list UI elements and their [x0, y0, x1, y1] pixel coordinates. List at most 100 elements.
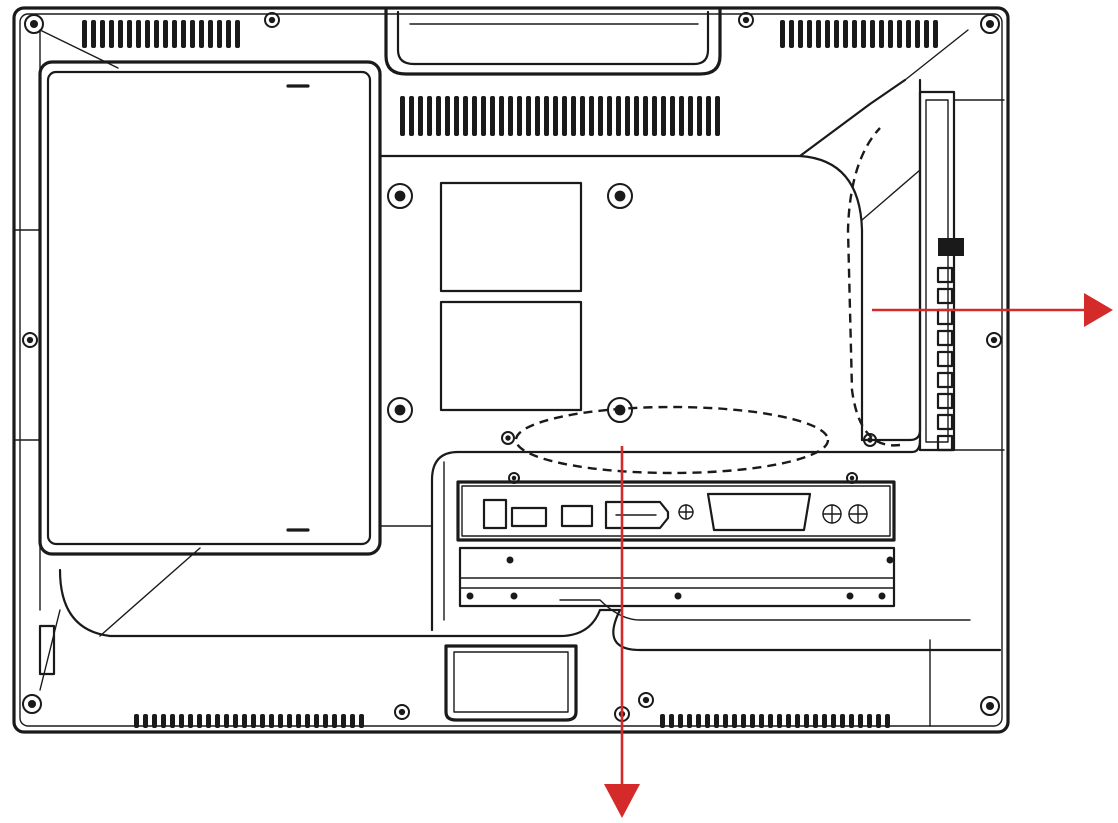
vent-slot: [807, 20, 812, 48]
vent-slot: [804, 714, 809, 728]
vent-slot: [341, 714, 346, 728]
vent-slot: [418, 96, 423, 136]
vent-slot: [260, 714, 265, 728]
side-port-jack: [936, 392, 954, 410]
vent-slot: [589, 96, 594, 136]
vent-top-left: [82, 20, 240, 48]
screw-hole: [738, 12, 754, 28]
vent-slot: [134, 714, 139, 728]
vent-slot: [834, 20, 839, 48]
vent-slot: [706, 96, 711, 136]
vent-slot: [688, 96, 693, 136]
screw-hole: [638, 692, 654, 708]
screw-head: [990, 336, 998, 344]
screw-head: [398, 708, 406, 716]
rear-access-panel: [38, 60, 382, 556]
side-port-jack: [936, 287, 954, 305]
side-port-jack: [936, 329, 954, 347]
carry-handle: [384, 8, 722, 76]
screw-head: [268, 16, 276, 24]
vent-slot: [278, 714, 283, 728]
screw-hole: [508, 472, 520, 484]
callout-region-side-ports: [846, 127, 901, 447]
vent-slot: [789, 20, 794, 48]
vent-slot: [885, 714, 890, 728]
vent-slot: [499, 96, 504, 136]
rivet: [466, 592, 474, 600]
vent-slot: [215, 714, 220, 728]
screw-hole: [394, 704, 410, 720]
vent-slot: [906, 20, 911, 48]
vent-slot: [870, 20, 875, 48]
vent-slot: [795, 714, 800, 728]
vent-slot: [143, 714, 148, 728]
side-port-jack: [936, 350, 954, 368]
rivet: [510, 592, 518, 600]
vent-slot: [109, 20, 114, 48]
vent-slot: [888, 20, 893, 48]
vent-slot: [235, 20, 240, 48]
side-port-column: [918, 90, 1005, 452]
side-port: [936, 266, 954, 452]
vent-slot: [226, 20, 231, 48]
vent-slot: [445, 96, 450, 136]
vent-slot: [553, 96, 558, 136]
screw-head: [867, 437, 873, 443]
vent-slot: [616, 96, 621, 136]
vent-slot: [786, 714, 791, 728]
screw-head: [849, 475, 855, 481]
screw-head: [29, 19, 39, 29]
vent-slot: [840, 714, 845, 728]
vent-slot: [152, 714, 157, 728]
vent-slot: [723, 714, 728, 728]
vent-slot: [526, 96, 531, 136]
screw-hole: [264, 12, 280, 28]
vent-slot: [697, 96, 702, 136]
vent-slot: [517, 96, 522, 136]
side-port-jack: [936, 413, 954, 431]
vent-slot: [82, 20, 87, 48]
screw-head: [985, 19, 995, 29]
screw-hole: [846, 472, 858, 484]
vent-slot: [481, 96, 486, 136]
vent-slot: [472, 96, 477, 136]
rear-body-outline: [58, 78, 1002, 727]
vent-slot: [705, 714, 710, 728]
vent-slot: [206, 714, 211, 728]
vent-bottom-right: [660, 714, 890, 728]
vent-slot: [269, 714, 274, 728]
stand-mount: [38, 624, 578, 722]
vent-slot: [454, 96, 459, 136]
vent-slot: [535, 96, 540, 136]
vent-slot: [199, 20, 204, 48]
vent-slot: [463, 96, 468, 136]
screw-hole: [607, 397, 633, 423]
vent-slot: [208, 20, 213, 48]
vent-slot: [242, 714, 247, 728]
vent-slot: [188, 714, 193, 728]
vent-slot: [251, 714, 256, 728]
vesa-mount-area: [439, 181, 583, 412]
vent-slot: [161, 714, 166, 728]
vent-slot: [933, 20, 938, 48]
vent-slot: [544, 96, 549, 136]
vent-slot: [233, 714, 238, 728]
vent-slot: [490, 96, 495, 136]
vent-slot: [660, 714, 665, 728]
vent-slot: [867, 714, 872, 728]
vent-slot: [350, 714, 355, 728]
screw-head: [985, 701, 995, 711]
vent-slot: [780, 20, 785, 48]
screw-hole: [986, 332, 1002, 348]
vent-slot: [217, 20, 222, 48]
screw-hole: [980, 696, 1000, 716]
vent-slot: [607, 96, 612, 136]
screw-hole: [863, 433, 877, 447]
vent-slot: [136, 20, 141, 48]
power-connector: [482, 498, 508, 530]
vent-slot: [314, 714, 319, 728]
vent-slot: [170, 714, 175, 728]
vent-slot: [562, 96, 567, 136]
screw-hole: [501, 431, 515, 445]
vent-slot: [822, 714, 827, 728]
